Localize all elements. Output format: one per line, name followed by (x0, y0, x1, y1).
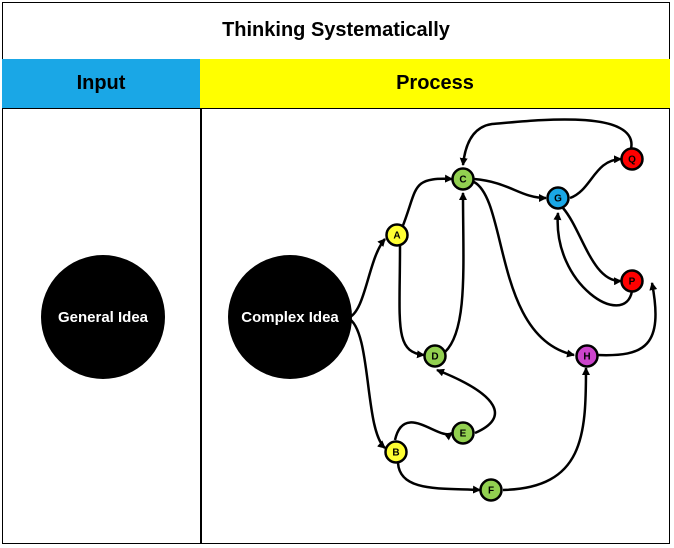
node-a-label: A (393, 231, 400, 242)
complex-idea-node: Complex Idea (228, 255, 352, 379)
node-d-label: D (431, 352, 438, 363)
edge-b-to-e (393, 421, 453, 441)
node-c-circle (451, 167, 475, 191)
edge-h-to-p (596, 282, 658, 357)
process-column-header: Process (200, 59, 670, 109)
node-c-label: C (459, 175, 466, 186)
edge-e-to-d (436, 368, 496, 435)
node-h-label: H (583, 352, 590, 363)
node-e-circle (451, 421, 475, 445)
node-p-label: P (629, 277, 636, 288)
node-d: D (423, 344, 447, 368)
edge-p-to-g (553, 212, 634, 307)
general-idea-label: General Idea (57, 308, 149, 326)
node-h-circle (575, 344, 599, 368)
node-g-label: G (554, 194, 562, 205)
node-e: E (451, 421, 475, 445)
edge-a-to-d (398, 245, 425, 359)
node-b-label: B (392, 448, 399, 459)
edge-g-to-p (562, 207, 622, 286)
complex-idea-label: Complex Idea (241, 308, 339, 326)
node-d-circle (423, 344, 447, 368)
node-q: Q (620, 147, 644, 171)
node-b: B (384, 440, 408, 464)
node-a-circle (385, 223, 409, 247)
edge-f-to-h (502, 367, 590, 492)
edge-a-to-c (400, 174, 453, 229)
node-f: F (479, 478, 503, 502)
edge-c-to-h (473, 180, 575, 358)
node-f-circle (479, 478, 503, 502)
edge-q-to-c (459, 118, 633, 166)
node-p-circle (620, 269, 644, 293)
edge-b-to-f (396, 462, 481, 494)
node-p: P (620, 269, 644, 293)
node-a: A (385, 223, 409, 247)
node-e-label: E (460, 429, 467, 440)
edge-c-to-g (473, 177, 547, 202)
column-divider (200, 108, 202, 544)
node-g-circle (546, 186, 570, 210)
input-column-header: Input (2, 59, 201, 109)
edge-g-to-q (569, 155, 622, 200)
node-g: G (546, 186, 570, 210)
node-h: H (575, 344, 599, 368)
node-layer: A B C D E F G H P Q (384, 147, 644, 502)
edge-complex-to-a (347, 238, 386, 320)
node-b-circle (384, 440, 408, 464)
node-q-label: Q (628, 155, 636, 166)
node-q-circle (620, 147, 644, 171)
general-idea-node: General Idea (41, 255, 165, 379)
edge-complex-to-b (347, 316, 386, 449)
node-f-label: F (488, 486, 494, 497)
edge-d-to-c (444, 192, 468, 353)
node-c: C (451, 167, 475, 191)
